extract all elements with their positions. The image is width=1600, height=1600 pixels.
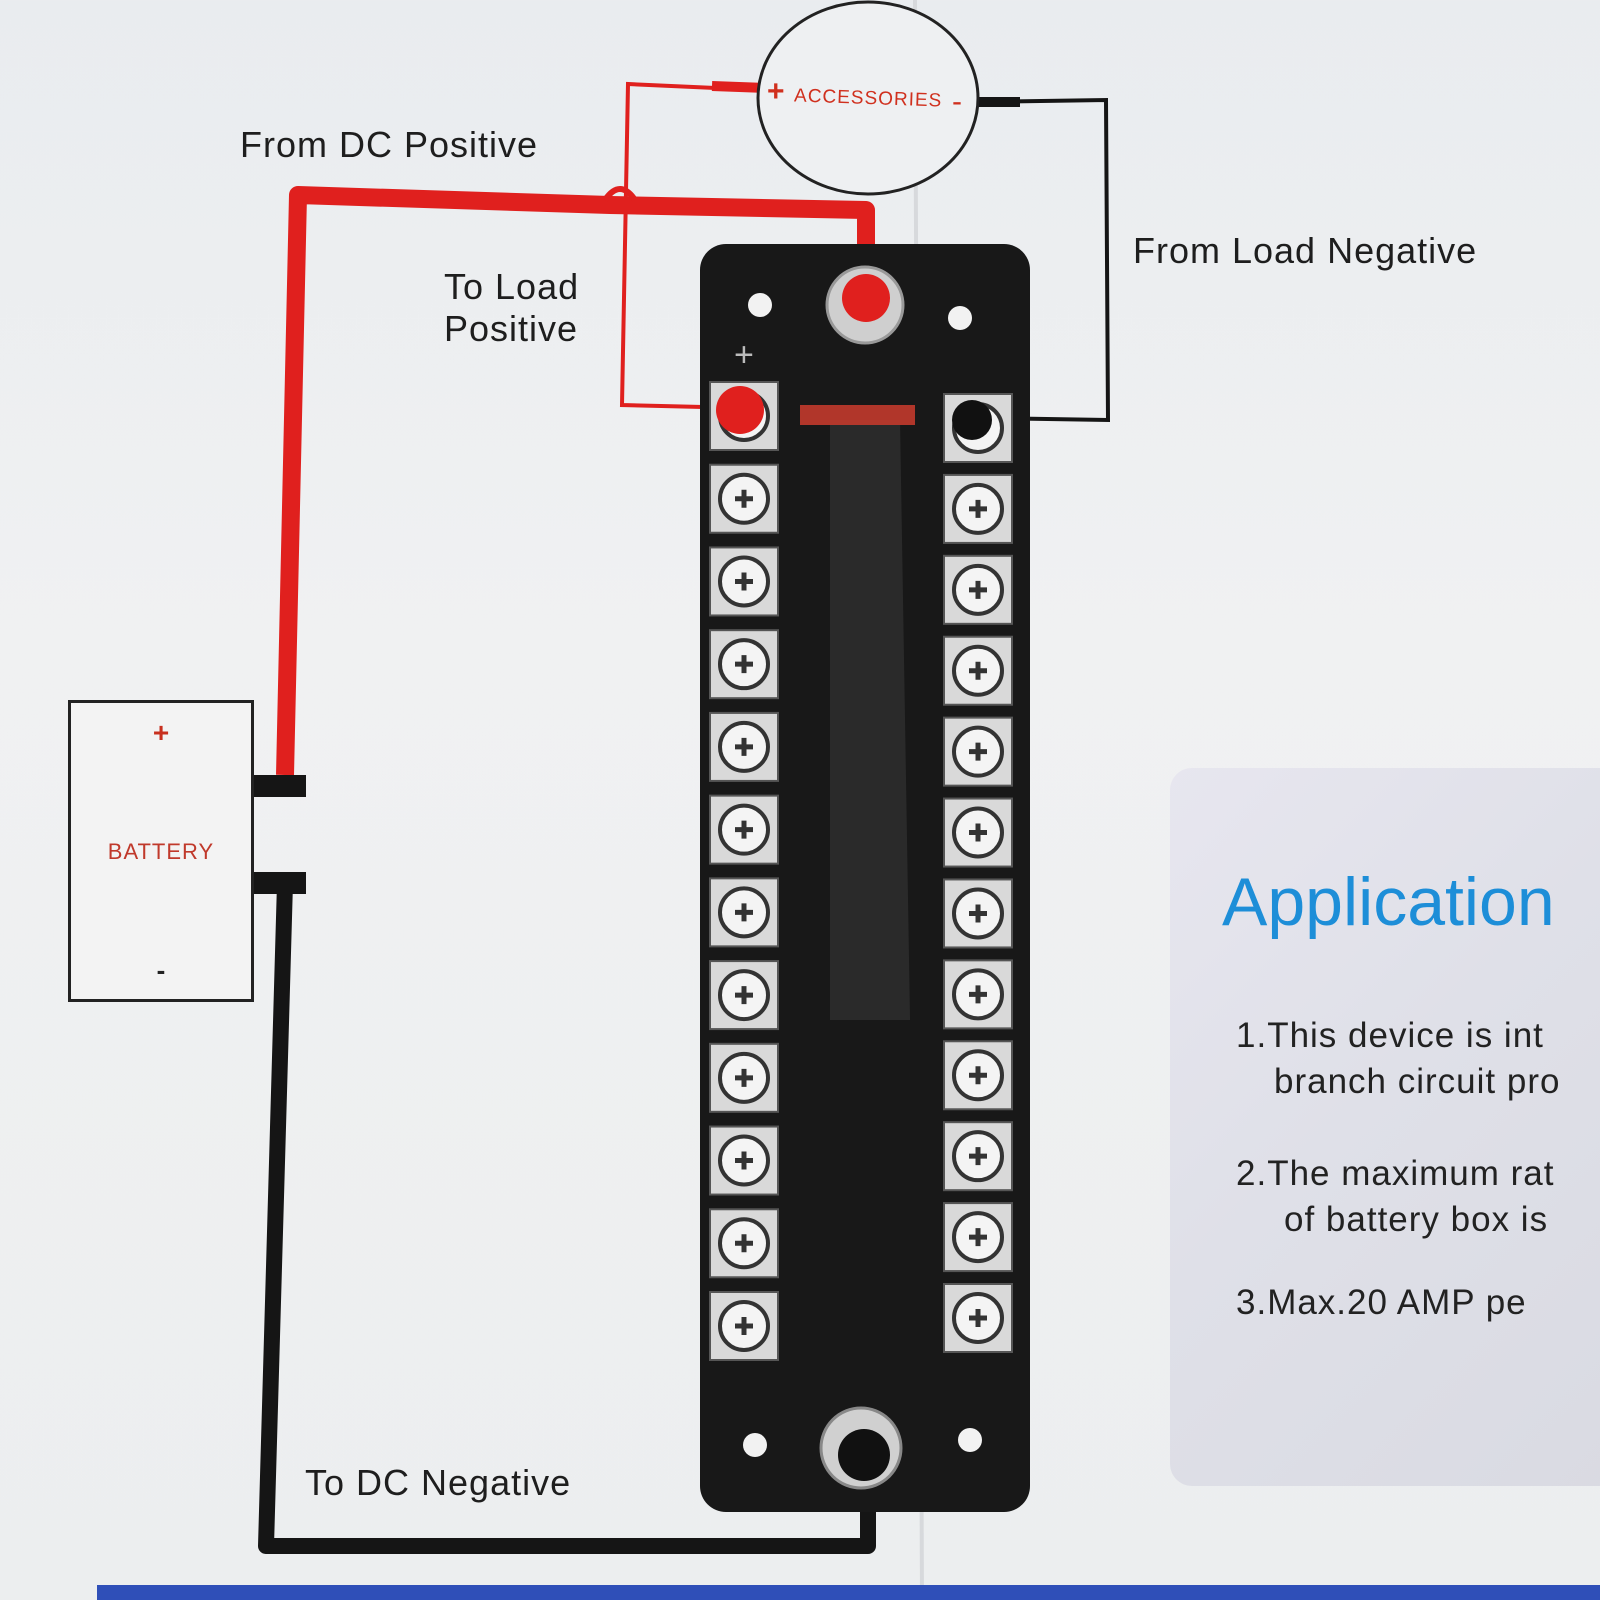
mounting-hole — [948, 306, 972, 330]
label-from-load-negative: From Load Negative — [1133, 230, 1478, 271]
application-panel: Application 1.This device is int branch … — [1170, 768, 1600, 1486]
application-item-1: 1.This device is int branch circuit pro — [1236, 1013, 1560, 1105]
mounting-hole — [958, 1428, 982, 1452]
accessory-negative-wire — [973, 97, 1111, 423]
fuse-block-plus-marking: + — [734, 336, 754, 374]
battery-minus: - — [156, 955, 166, 985]
application-item-1-line2: branch circuit pro — [1274, 1062, 1561, 1101]
application-item-3-line1: 3.Max.20 AMP pe — [1236, 1283, 1527, 1322]
screw-head-cross — [969, 499, 987, 518]
screw-head-cross — [969, 661, 987, 680]
label-to-load-positive-line1: To Load — [444, 266, 580, 307]
battery-positive-wire — [276, 186, 875, 776]
screw-head-cross — [969, 985, 987, 1004]
battery-box: + BATTERY - — [68, 700, 254, 1002]
screw-head-cross — [735, 1151, 753, 1170]
left-terminal-column — [709, 381, 779, 1361]
screw-head-cross — [969, 823, 987, 842]
screw-head-cross — [735, 1234, 753, 1253]
fuse-block-gloss — [830, 420, 910, 1020]
screw-head-cross — [735, 489, 753, 508]
application-item-2: 2.The maximum rat of battery box is — [1236, 1151, 1554, 1243]
load-positive-connection — [716, 386, 764, 434]
label-from-dc-positive: From DC Positive — [240, 124, 539, 165]
screw-head-cross — [969, 1066, 987, 1085]
screw-head-cross — [735, 655, 753, 674]
screw-head-cross — [735, 572, 753, 591]
battery-plus: + — [152, 717, 170, 748]
screw-head-cross — [735, 737, 753, 756]
accessories-plus: + — [767, 75, 785, 108]
screw-head-cross — [969, 1309, 987, 1327]
accessories-minus: - — [952, 85, 962, 118]
battery-negative-terminal — [254, 872, 306, 894]
label-to-load-positive-line2: Positive — [444, 308, 579, 349]
application-item-3: 3.Max.20 AMP pe — [1236, 1280, 1527, 1326]
mounting-hole — [743, 1433, 767, 1457]
screw-head-cross — [969, 904, 987, 923]
bottom-blue-band — [97, 1585, 1600, 1600]
screw-head-cross — [735, 820, 753, 839]
screw-head-cross — [735, 903, 753, 922]
mounting-hole — [748, 293, 772, 317]
application-title: Application — [1222, 864, 1555, 940]
positive-stud-ring — [842, 274, 890, 322]
accessory-positive-wire — [619, 81, 761, 410]
accessories-label: ACCESSORIES — [794, 85, 943, 111]
screw-head-cross — [735, 1068, 753, 1087]
led-indicator-strip — [800, 405, 915, 425]
screw-head-cross — [969, 742, 987, 761]
battery-positive-terminal — [254, 775, 306, 797]
screw-head-cross — [969, 1228, 987, 1247]
accessories-circle — [756, 0, 980, 196]
screw-head-cross — [969, 580, 987, 599]
application-item-2-line2: of battery box is — [1284, 1200, 1549, 1239]
screw-head-cross — [735, 986, 753, 1005]
label-to-load-positive: To Load Positive — [444, 266, 579, 350]
load-negative-connection — [952, 400, 992, 440]
battery-label: BATTERY — [107, 839, 215, 864]
application-item-1-line1: 1.This device is int — [1236, 1016, 1544, 1055]
screw-head-cross — [735, 1317, 753, 1335]
negative-stud-core — [838, 1429, 890, 1481]
screw-head-cross — [969, 1147, 987, 1166]
application-item-2-line1: 2.The maximum rat — [1236, 1154, 1555, 1193]
wire-crossover — [602, 186, 638, 202]
label-to-dc-negative: To DC Negative — [305, 1462, 572, 1503]
